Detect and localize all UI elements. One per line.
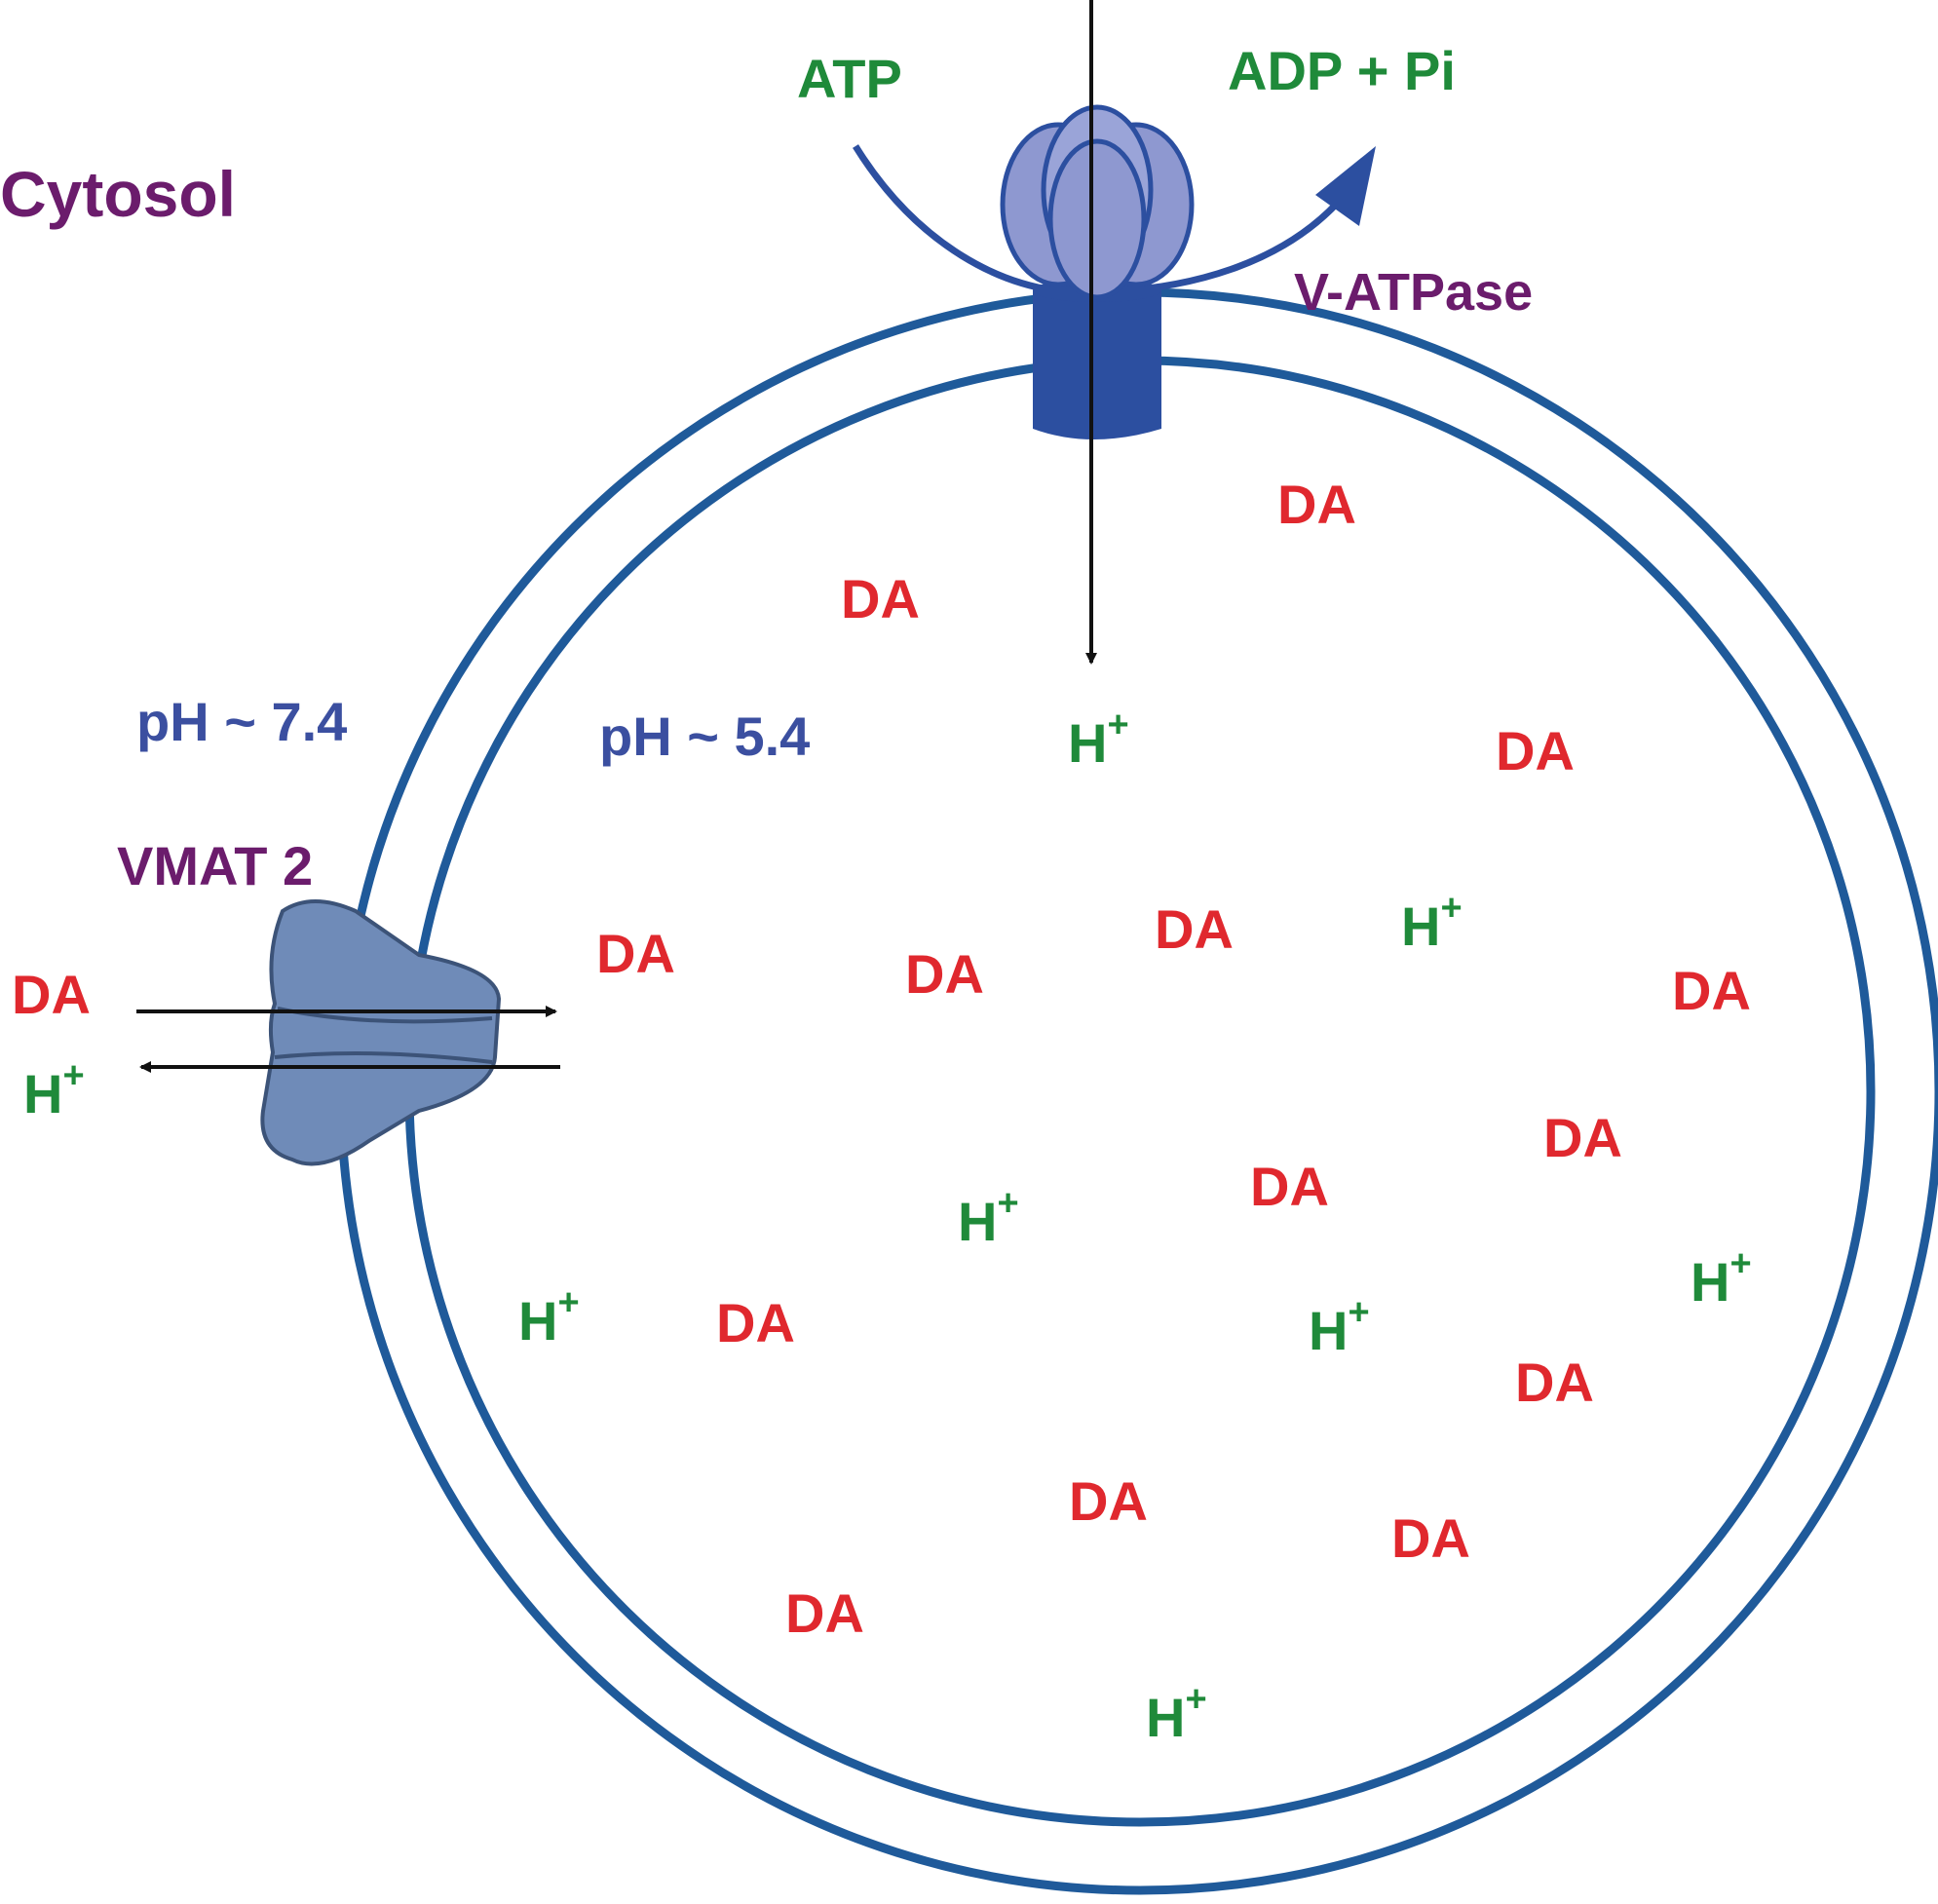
da-lumen: DA: [905, 943, 984, 1005]
atp-label: ATP: [797, 48, 902, 109]
v-atpase-label: V-ATPase: [1294, 263, 1533, 322]
da-cytosol: DA: [12, 964, 91, 1025]
da-lumen: DA: [1496, 720, 1575, 781]
da-lumen: DA: [1672, 960, 1751, 1021]
h-lumen: H+: [1691, 1243, 1752, 1313]
h-lumen: H+: [958, 1183, 1019, 1252]
h-lumen: H+: [1309, 1292, 1370, 1361]
ph-outside-label: pH ~ 7.4: [136, 691, 347, 752]
da-lumen: DA: [841, 568, 920, 629]
da-lumen: DA: [716, 1292, 795, 1353]
vesicle-outer-membrane: [336, 287, 1938, 1895]
h-lumen: H+: [1146, 1679, 1207, 1748]
da-lumen: DA: [1069, 1470, 1148, 1532]
da-lumen: DA: [1277, 474, 1356, 535]
vmat2-transporter-icon: [260, 899, 502, 1166]
atp-hydrolysis-arrowhead: [1315, 146, 1376, 226]
ph-inside-label: pH ~ 5.4: [599, 705, 810, 767]
da-lumen: DA: [596, 923, 675, 984]
vmat2-label: VMAT 2: [117, 835, 313, 896]
da-lumen: DA: [1543, 1107, 1622, 1168]
adp-pi-label: ADP + Pi: [1228, 40, 1456, 101]
da-lumen: DA: [1391, 1507, 1470, 1569]
da-lumen: DA: [1515, 1352, 1594, 1413]
h-lumen: H+: [1068, 704, 1129, 774]
h-cytosol: H+: [23, 1055, 85, 1124]
h-lumen: H+: [1401, 888, 1463, 957]
da-lumen: DA: [1250, 1156, 1329, 1217]
v-atpase-pump-icon: [1000, 104, 1195, 439]
h-lumen: H+: [518, 1282, 580, 1352]
cytosol-label: Cytosol: [0, 158, 236, 230]
da-lumen: DA: [785, 1582, 864, 1644]
da-lumen: DA: [1155, 898, 1234, 960]
vesicle-inner-membrane: [404, 356, 1876, 1827]
